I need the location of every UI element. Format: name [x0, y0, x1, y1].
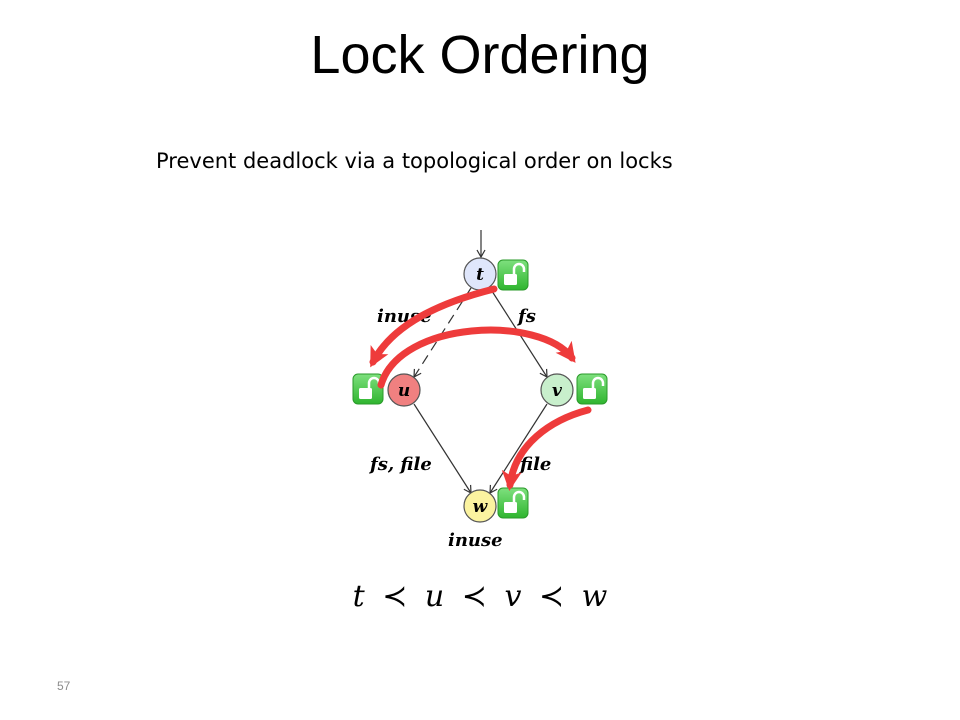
slide-subtitle: Prevent deadlock via a topological order… — [156, 149, 673, 173]
edge-label-t-v: fs — [516, 306, 536, 327]
red-arrow-t-to-u — [369, 285, 498, 368]
order-item: v — [504, 579, 521, 614]
edge-v-w — [489, 403, 548, 495]
precedes-symbol: ≺ — [382, 579, 407, 614]
red-arrow-u-to-v — [377, 326, 576, 389]
order-item: t — [353, 579, 366, 614]
unlocked-padlock-icon — [497, 487, 529, 519]
unlocked-padlock-icon — [497, 259, 529, 291]
red-arrow-v-to-w — [501, 406, 592, 491]
unlocked-padlock-icon — [352, 373, 384, 405]
precedes-symbol: ≺ — [462, 579, 487, 614]
node-w-caption: inuse — [448, 530, 503, 551]
node-w: w — [463, 489, 497, 523]
node-w-label: w — [473, 497, 489, 517]
edge-u-w — [413, 403, 472, 495]
order-item: u — [425, 579, 444, 614]
page-number: 57 — [57, 679, 71, 693]
node-u: u — [387, 373, 421, 407]
node-u-label: u — [398, 381, 410, 401]
slide-title: Lock Ordering — [310, 25, 650, 85]
node-v: v — [540, 373, 574, 407]
edge-t-u — [413, 287, 472, 379]
node-v-label: v — [552, 381, 563, 401]
unlocked-padlock-icon — [576, 373, 608, 405]
topological-order: t ≺ u ≺ v ≺ w — [353, 579, 608, 614]
node-t-label: t — [476, 265, 484, 285]
order-item: w — [582, 579, 608, 614]
node-t: t — [463, 257, 497, 291]
precedes-symbol: ≺ — [539, 579, 564, 614]
edge-label-u-w: fs, file — [368, 454, 432, 475]
edge-label-v-w: file — [518, 454, 551, 475]
